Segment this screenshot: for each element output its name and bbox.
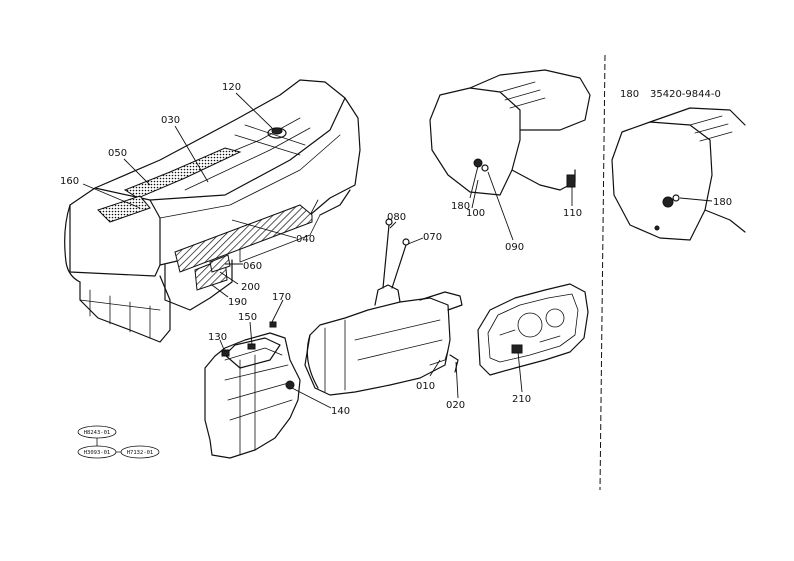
callout-140: 140 xyxy=(331,406,350,417)
callout-020: 020 xyxy=(446,400,465,411)
fuel-tank xyxy=(304,218,463,396)
instrument-panel xyxy=(477,283,589,376)
ref-mark-3-outline xyxy=(120,445,160,459)
leader-lines xyxy=(82,92,713,409)
part-note-item: 180 xyxy=(620,89,639,100)
callout-150: 150 xyxy=(238,312,257,323)
callout-130: 130 xyxy=(208,332,227,343)
reference-marks: H8243-01 H3093-01 H7132-01 xyxy=(77,425,160,459)
callout-090: 090 xyxy=(505,242,524,253)
callout-040: 040 xyxy=(296,234,315,245)
column-cover xyxy=(429,69,591,196)
part-number-note: 180 35420-9844-0 xyxy=(620,89,721,100)
callout-210: 210 xyxy=(512,394,531,405)
callout-200: 200 xyxy=(241,282,260,293)
callout-080: 080 xyxy=(387,212,406,223)
callout-110: 110 xyxy=(563,208,582,219)
engine-block xyxy=(204,321,301,459)
hood-assembly xyxy=(64,79,361,343)
callout-190: 190 xyxy=(228,297,247,308)
detail-view xyxy=(599,54,746,491)
ref-mark-3: H7132-01 xyxy=(127,450,154,456)
callout-labels: 120 030 050 160 040 060 190 200 170 150 … xyxy=(60,82,732,417)
callout-120: 120 xyxy=(222,82,241,93)
callout-170: 170 xyxy=(272,292,291,303)
ref-mark-1: H8243-01 xyxy=(84,430,111,436)
callout-060: 060 xyxy=(243,261,262,272)
callout-160: 160 xyxy=(60,176,79,187)
part-note-number: 35420-9844-0 xyxy=(650,89,721,100)
callout-100: 100 xyxy=(466,208,485,219)
detail-divider xyxy=(599,54,606,491)
callout-050: 050 xyxy=(108,148,127,159)
callout-180-detail: 180 xyxy=(713,197,732,208)
callout-070: 070 xyxy=(423,232,442,243)
callout-030: 030 xyxy=(161,115,180,126)
ref-mark-2: H3093-01 xyxy=(84,450,111,456)
callout-180-column: 180 xyxy=(451,201,470,212)
callout-010: 010 xyxy=(416,381,435,392)
